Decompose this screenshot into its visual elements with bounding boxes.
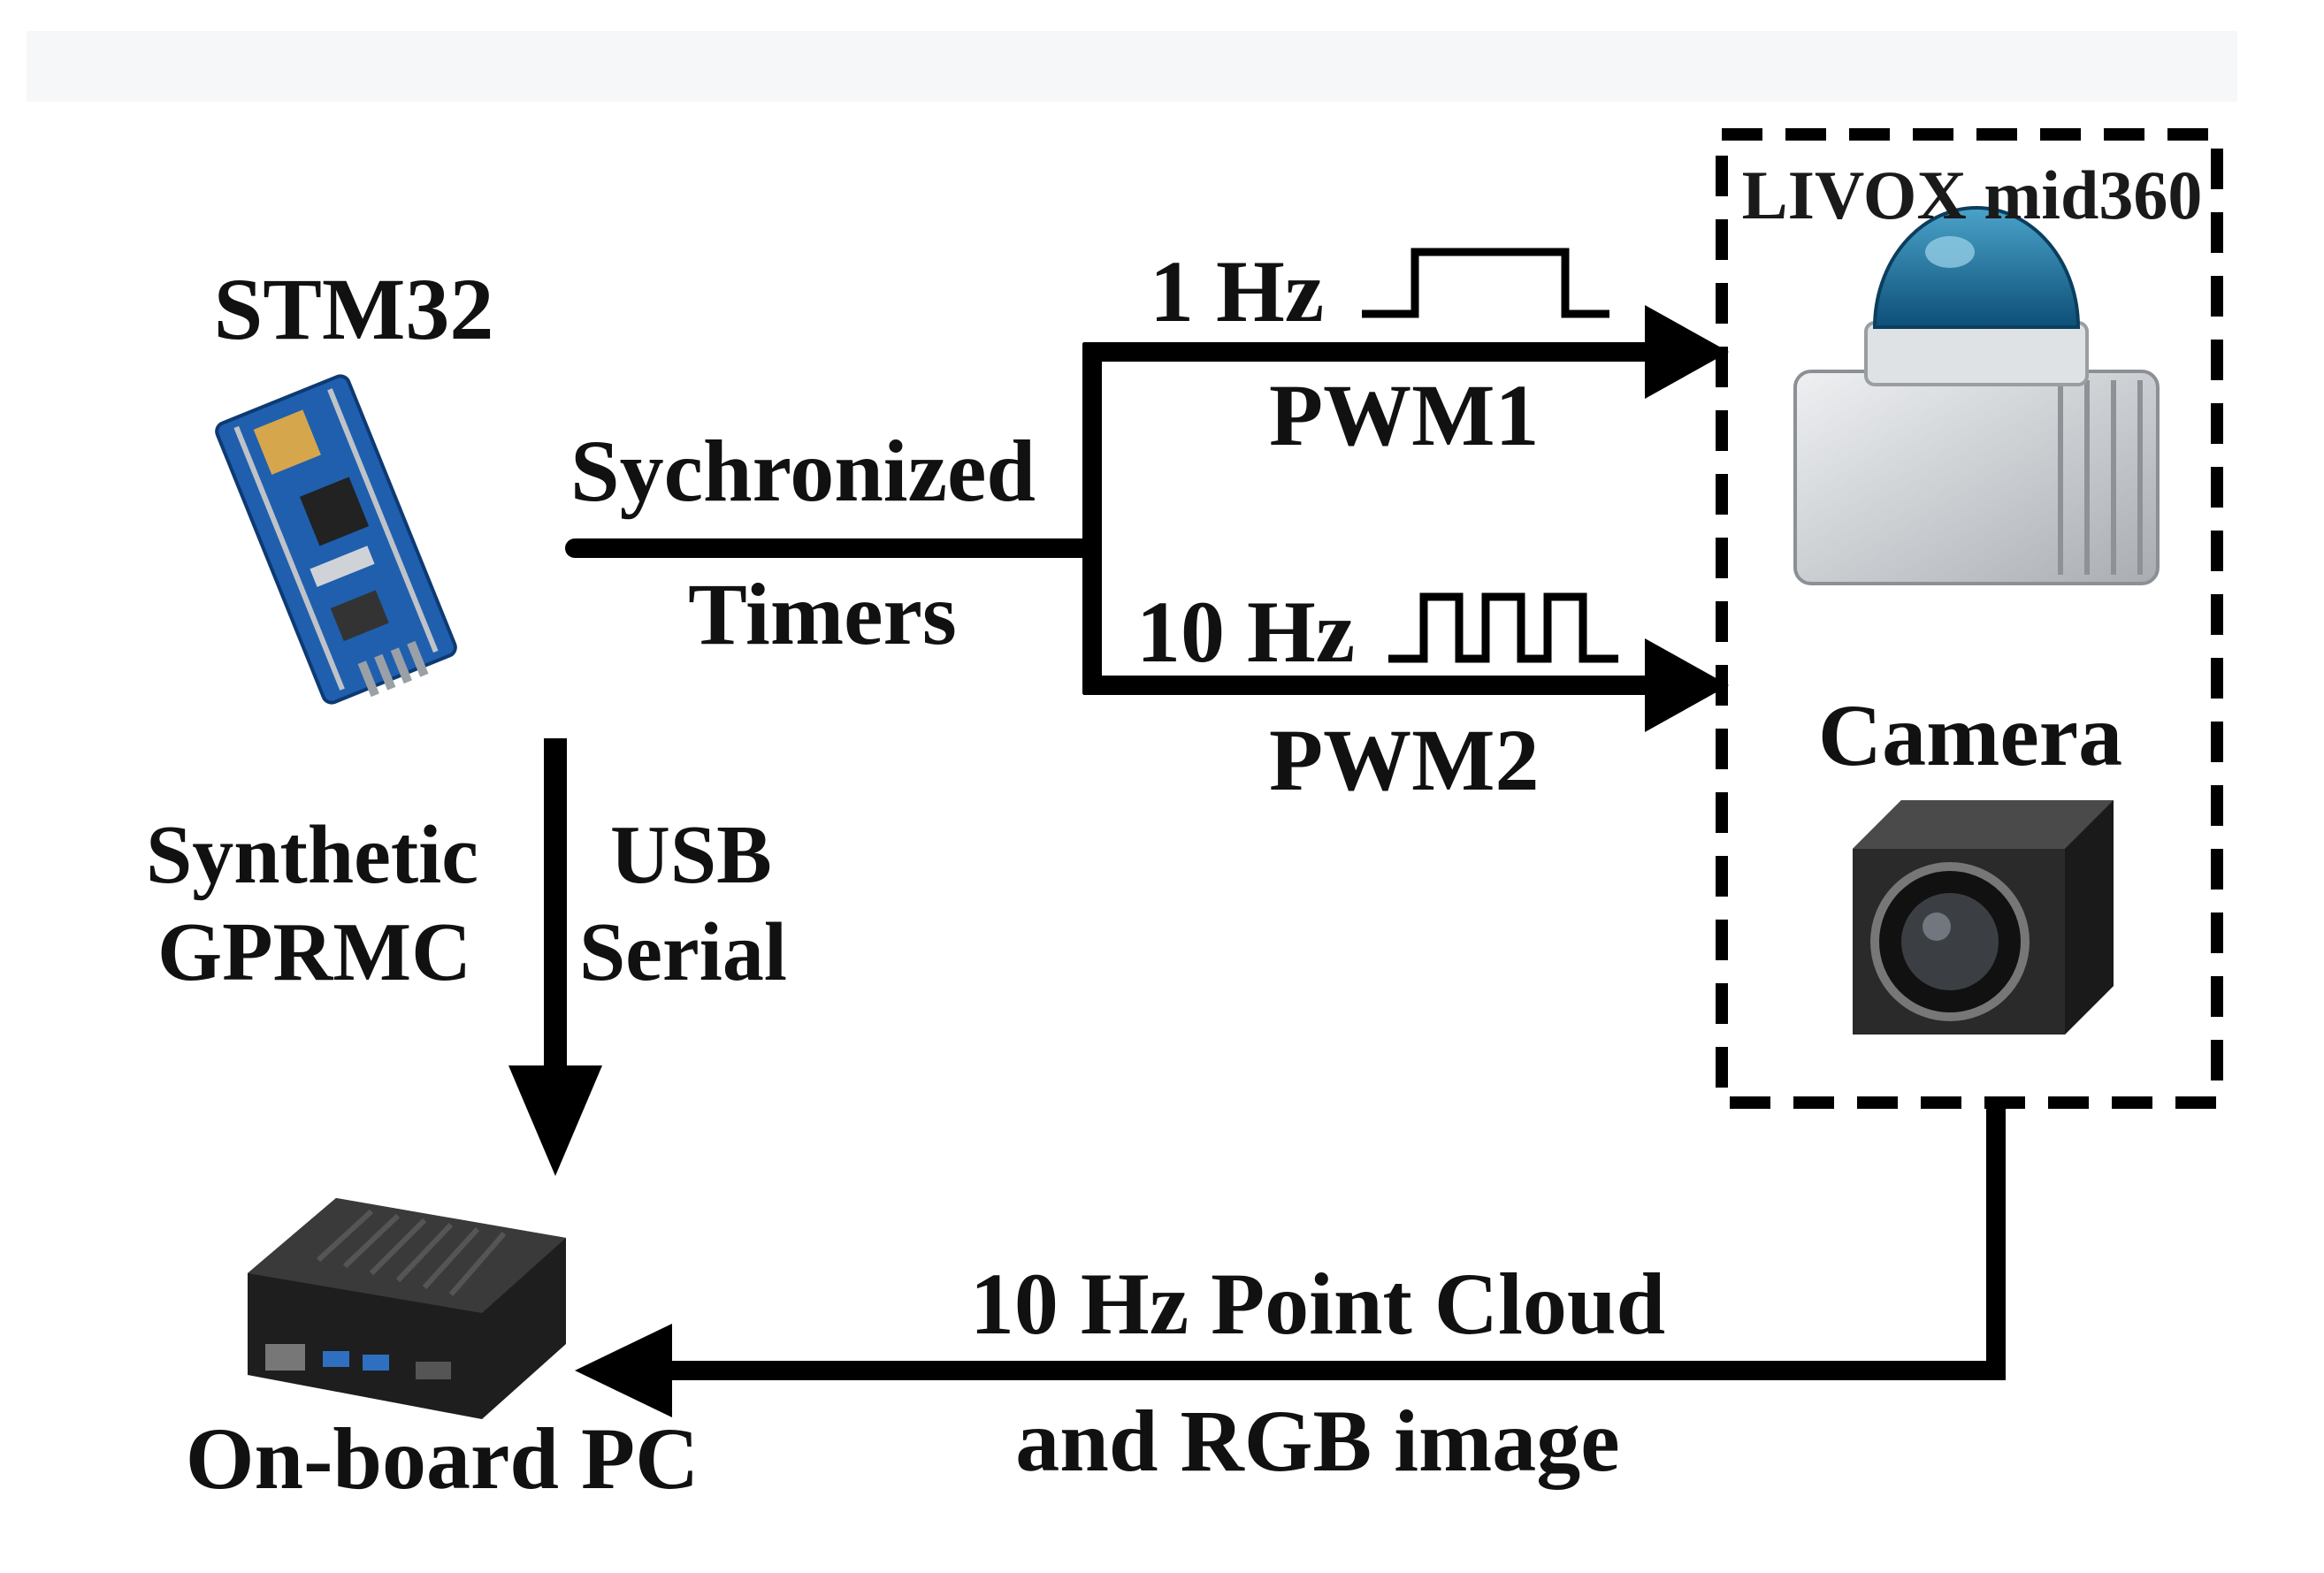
top-band [27,31,2237,102]
hz10-label: 10 Hz [1136,583,1356,681]
pulse-10hz-icon [1388,592,1618,663]
output-label-line1: 10 Hz Point Cloud [969,1255,1666,1353]
pwm1-label: PWM1 [1269,366,1540,464]
usb-serial-arrowhead [508,1065,602,1176]
sensor-group-box [1716,128,2223,1109]
pwm2-label: PWM2 [1269,711,1540,809]
camera-label: Camera [1817,686,2123,784]
synthetic-label: Synthetic [146,809,478,901]
sync-label-line2: Timers [688,565,957,663]
serial-label: Serial [579,906,787,998]
pulse-1hz-icon [1362,248,1609,318]
pwm2-arrowhead [1645,638,1729,732]
stm32-label: STM32 [213,260,494,358]
onboard-pc-image [248,1198,566,1419]
pwm1-arrowhead [1645,305,1729,399]
return-arrowhead [575,1324,672,1417]
onboard-pc-label: On-board PC [185,1409,699,1508]
lidar-image [1793,206,2160,585]
output-label-line2: and RGB image [1015,1392,1620,1490]
lidar-label: LIVOX mid360 [1741,157,2203,233]
gprmc-label: GPRMC [157,906,472,998]
stm32-board-image [215,374,457,705]
usb-label: USB [610,809,772,901]
camera-image [1853,800,2114,1035]
hz1-label: 1 Hz [1150,242,1325,340]
sync-label-line1: Sychronized [570,422,1036,520]
